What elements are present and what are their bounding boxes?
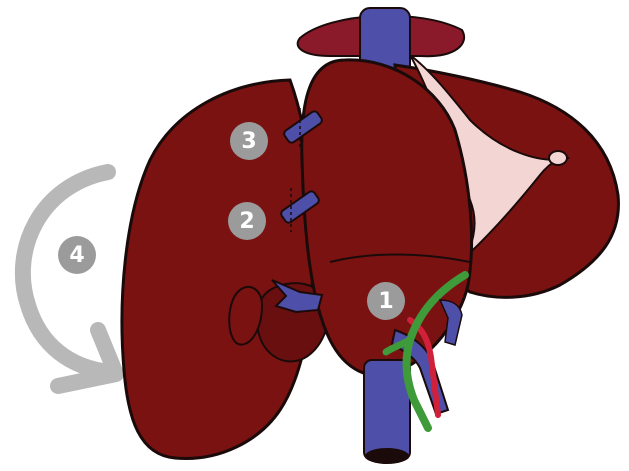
marker-4: 4 bbox=[58, 236, 96, 274]
marker-3: 3 bbox=[230, 122, 268, 160]
marker-1: 1 bbox=[367, 282, 405, 320]
marker-2: 2 bbox=[228, 202, 266, 240]
ligament-end bbox=[549, 151, 567, 165]
vena-cava-lower bbox=[364, 360, 410, 460]
